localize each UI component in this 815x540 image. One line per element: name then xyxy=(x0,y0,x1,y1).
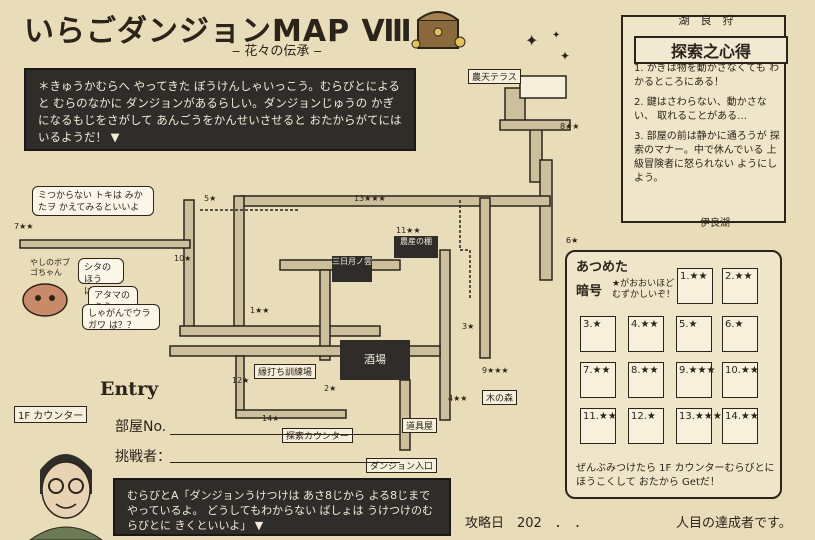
marker-14: 14★ xyxy=(262,414,280,423)
marker-6: 6★ xyxy=(566,236,579,245)
page-title: いらごダンジョンMAP Ⅷ xyxy=(24,14,413,49)
marker-10: 10★ xyxy=(174,254,192,263)
bottom-message: むらびとA「ダンジョンうけつけは あさ8じから よる8じまでやっているよ。 どう… xyxy=(113,478,451,536)
sparkle-icon: ✦ ✦ ✦ xyxy=(525,30,570,63)
marker-2: 2★ xyxy=(324,384,337,393)
code-cell[interactable]: 6.★ xyxy=(722,316,758,352)
room-no-field[interactable]: 部屋No. xyxy=(115,419,167,435)
villager-icon xyxy=(29,454,103,540)
code-cell[interactable]: 1.★★ xyxy=(677,268,713,304)
marker-8: 8★★ xyxy=(560,122,580,131)
code-cell[interactable]: 10.★★ xyxy=(722,362,759,398)
intro-message: ＊きゅうかむらへ やってきた ぼうけんしゃいっこう。むらびとによると むらのなか… xyxy=(24,68,416,151)
hint-bubble-4: しゃがんでウラガワ は？？ xyxy=(82,304,160,331)
treasure-chest-icon xyxy=(411,11,466,49)
marker-5: 5★ xyxy=(204,194,217,203)
room-tools: 道具屋 xyxy=(402,418,438,433)
svg-text:✦: ✦ xyxy=(560,49,570,63)
room-tavern: 酒場 xyxy=(340,340,410,380)
hint-bubble-1: ミつからない トキは みかたヲ かえてみるといいよ xyxy=(32,186,154,216)
marker-13: 13★★★ xyxy=(354,194,386,203)
room-counter: 探索カウンター xyxy=(282,428,354,443)
marker-4: 4★★ xyxy=(448,394,468,403)
code-cell[interactable]: 12.★ xyxy=(628,408,664,444)
code-cell[interactable]: 13.★★★ xyxy=(676,408,722,444)
marker-9: 9★★★ xyxy=(482,366,509,375)
clear-date[interactable]: 攻略日 202 ． ． xyxy=(465,516,588,531)
character-icon xyxy=(22,283,68,317)
code-cell[interactable]: 7.★★ xyxy=(580,362,616,398)
code-cell[interactable]: 5.★ xyxy=(676,316,712,352)
room-training: 縁打ち訓練場 xyxy=(254,364,317,379)
collection-title: あつめた xyxy=(576,260,629,275)
tips-title: 探索之心得 xyxy=(634,36,788,64)
tips-header: 湖 良 狩 xyxy=(678,14,734,27)
svg-text:✦: ✦ xyxy=(525,31,538,50)
page-subtitle: ‒ 花々の伝承 ‒ xyxy=(232,44,322,59)
code-cell[interactable]: 14.★★ xyxy=(722,408,759,444)
collection-subtitle: 暗号 xyxy=(576,284,603,299)
code-cell[interactable]: 9.★★★ xyxy=(676,362,715,398)
room-shop: 農産の棚 xyxy=(394,236,438,258)
room-entrance: ダンジョン入口 xyxy=(366,458,438,473)
tip-1: 1. かぎは物を動かさなくても わかるところにある！ xyxy=(634,63,780,88)
code-cell[interactable]: 2.★★ xyxy=(722,268,758,304)
marker-12: 12★ xyxy=(232,376,250,385)
code-cell[interactable]: 11.★★ xyxy=(580,408,617,444)
code-cell[interactable]: 8.★★ xyxy=(628,362,664,398)
counter-badge: 1F カウンター xyxy=(14,406,88,423)
tip-2: 2. 鍵はさわらない、動かさない、 取れることがある… xyxy=(634,97,767,122)
collection-note: ★がおおいほど むずかしいぞ！ xyxy=(612,279,676,300)
challenger-line xyxy=(170,462,400,463)
character-name: やしのボブゴちゃん xyxy=(30,258,70,277)
svg-text:✦: ✦ xyxy=(552,30,560,41)
room-forest: 木の森 xyxy=(482,390,518,405)
marker-7: 7★★ xyxy=(14,222,34,231)
hint-bubble-2: シタのほうは？ xyxy=(78,258,124,297)
marker-3: 3★ xyxy=(462,322,475,331)
room-no-line xyxy=(170,434,400,435)
tips-signature: 伊良湖 xyxy=(700,218,730,229)
entry-label: Entry xyxy=(100,378,159,400)
tip-3: 3. 部屋の前は静かに通ろうが 探索のマナー。中で休んでいる 上級冒険者に怒られ… xyxy=(634,131,780,184)
challenger-field[interactable]: 挑戦者： xyxy=(115,449,171,465)
achiever-count: 人目の達成者です。 xyxy=(676,516,792,531)
collection-footer: ぜんぶみつけたら 1F カウンターむらびとに ほうこくして おたから Getだ！ xyxy=(576,463,775,488)
room-terrace: 農天テラス xyxy=(468,69,521,84)
room-sweets: 三日月ノ雲 xyxy=(332,256,372,282)
code-cell[interactable]: 3.★ xyxy=(580,316,616,352)
marker-1: 1★★ xyxy=(250,306,270,315)
marker-11: 11★★ xyxy=(396,226,421,235)
tips-list: 1. かぎは物を動かさなくても わかるところにある！ 2. 鍵はさわらない、動か… xyxy=(634,62,784,192)
code-cell[interactable]: 4.★★ xyxy=(628,316,664,352)
